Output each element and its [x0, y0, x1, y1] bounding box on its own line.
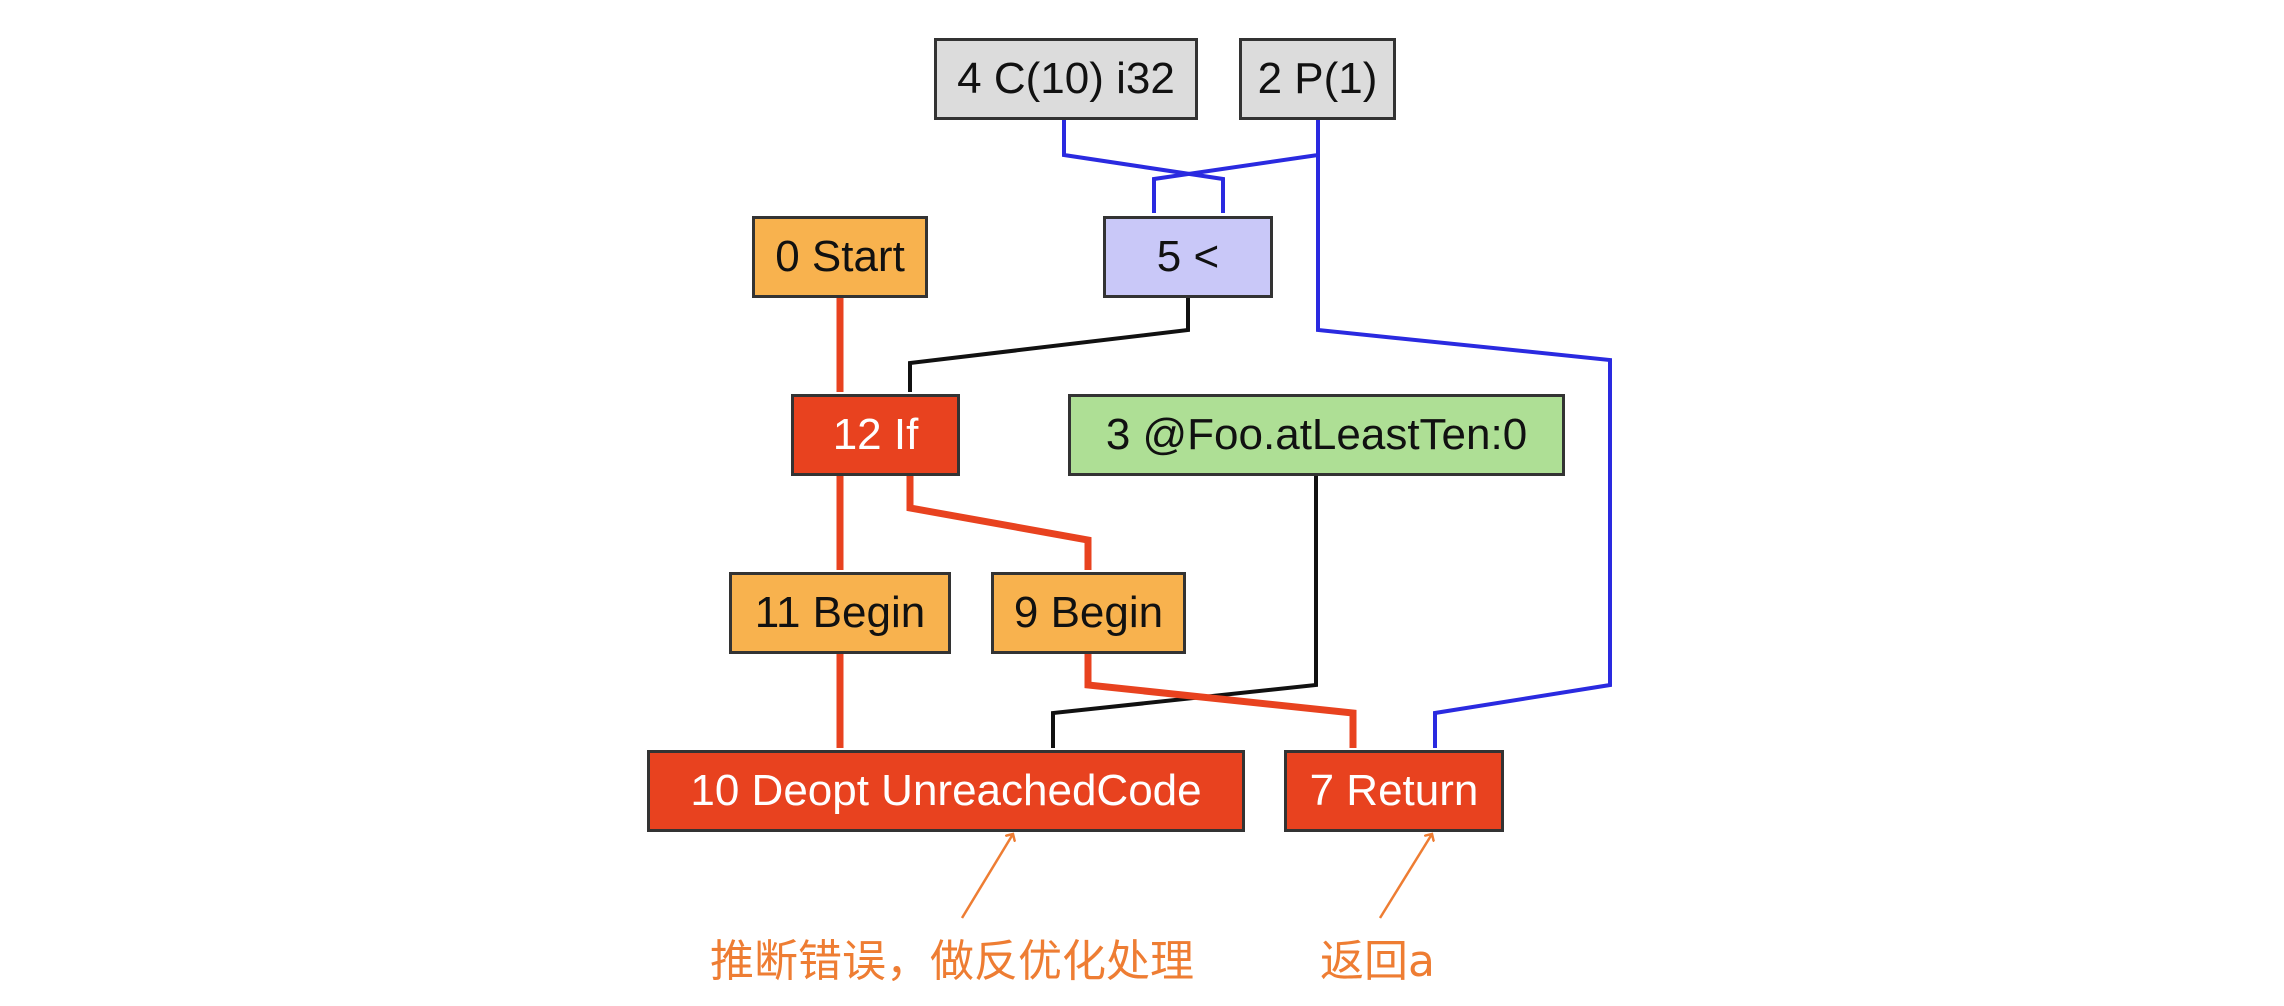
- edge-param1-to-return: [1316, 155, 1612, 748]
- node-frame-state[interactable]: 3 @Foo.atLeastTen:0: [1068, 394, 1565, 476]
- edge-framestate-to-deopt: [1051, 474, 1318, 748]
- node-begin-9-label: 9 Begin: [1013, 588, 1164, 637]
- edge-begin9-to-return: [1084, 652, 1357, 748]
- node-less-than[interactable]: 5 <: [1103, 216, 1273, 298]
- node-deopt-label: 10 Deopt UnreachedCode: [690, 766, 1202, 815]
- node-if[interactable]: 12 If: [791, 394, 960, 476]
- node-begin-9[interactable]: 9 Begin: [991, 572, 1186, 654]
- node-if-label: 12 If: [832, 410, 919, 459]
- node-begin-11[interactable]: 11 Begin: [729, 572, 951, 654]
- edge-const10-to-less: [1062, 120, 1225, 213]
- annotation-arrow-deopt: [960, 834, 1013, 919]
- node-start[interactable]: 0 Start: [752, 216, 928, 298]
- node-start-label: 0 Start: [775, 232, 905, 281]
- node-constant-10[interactable]: 4 C(10) i32: [934, 38, 1198, 120]
- edge-less-to-if: [908, 296, 1190, 392]
- node-parameter-1-label: 2 P(1): [1257, 54, 1378, 103]
- node-return[interactable]: 7 Return: [1284, 750, 1504, 832]
- annotation-return-note: 返回a: [1320, 936, 1435, 987]
- node-frame-state-label: 3 @Foo.atLeastTen:0: [1105, 410, 1528, 459]
- annotation-deopt-note: 推断错误，做反优化处理: [710, 936, 1194, 987]
- edge-if-to-begin9: [906, 474, 1092, 570]
- annotation-arrow-return: [1378, 834, 1432, 919]
- node-constant-10-label: 4 C(10) i32: [957, 54, 1175, 103]
- node-less-than-label: 5 <: [1156, 232, 1220, 281]
- node-return-label: 7 Return: [1309, 766, 1479, 815]
- node-parameter-1[interactable]: 2 P(1): [1239, 38, 1396, 120]
- edge-param1-to-less: [1152, 120, 1320, 213]
- node-begin-11-label: 11 Begin: [754, 588, 926, 637]
- node-deopt[interactable]: 10 Deopt UnreachedCode: [647, 750, 1245, 832]
